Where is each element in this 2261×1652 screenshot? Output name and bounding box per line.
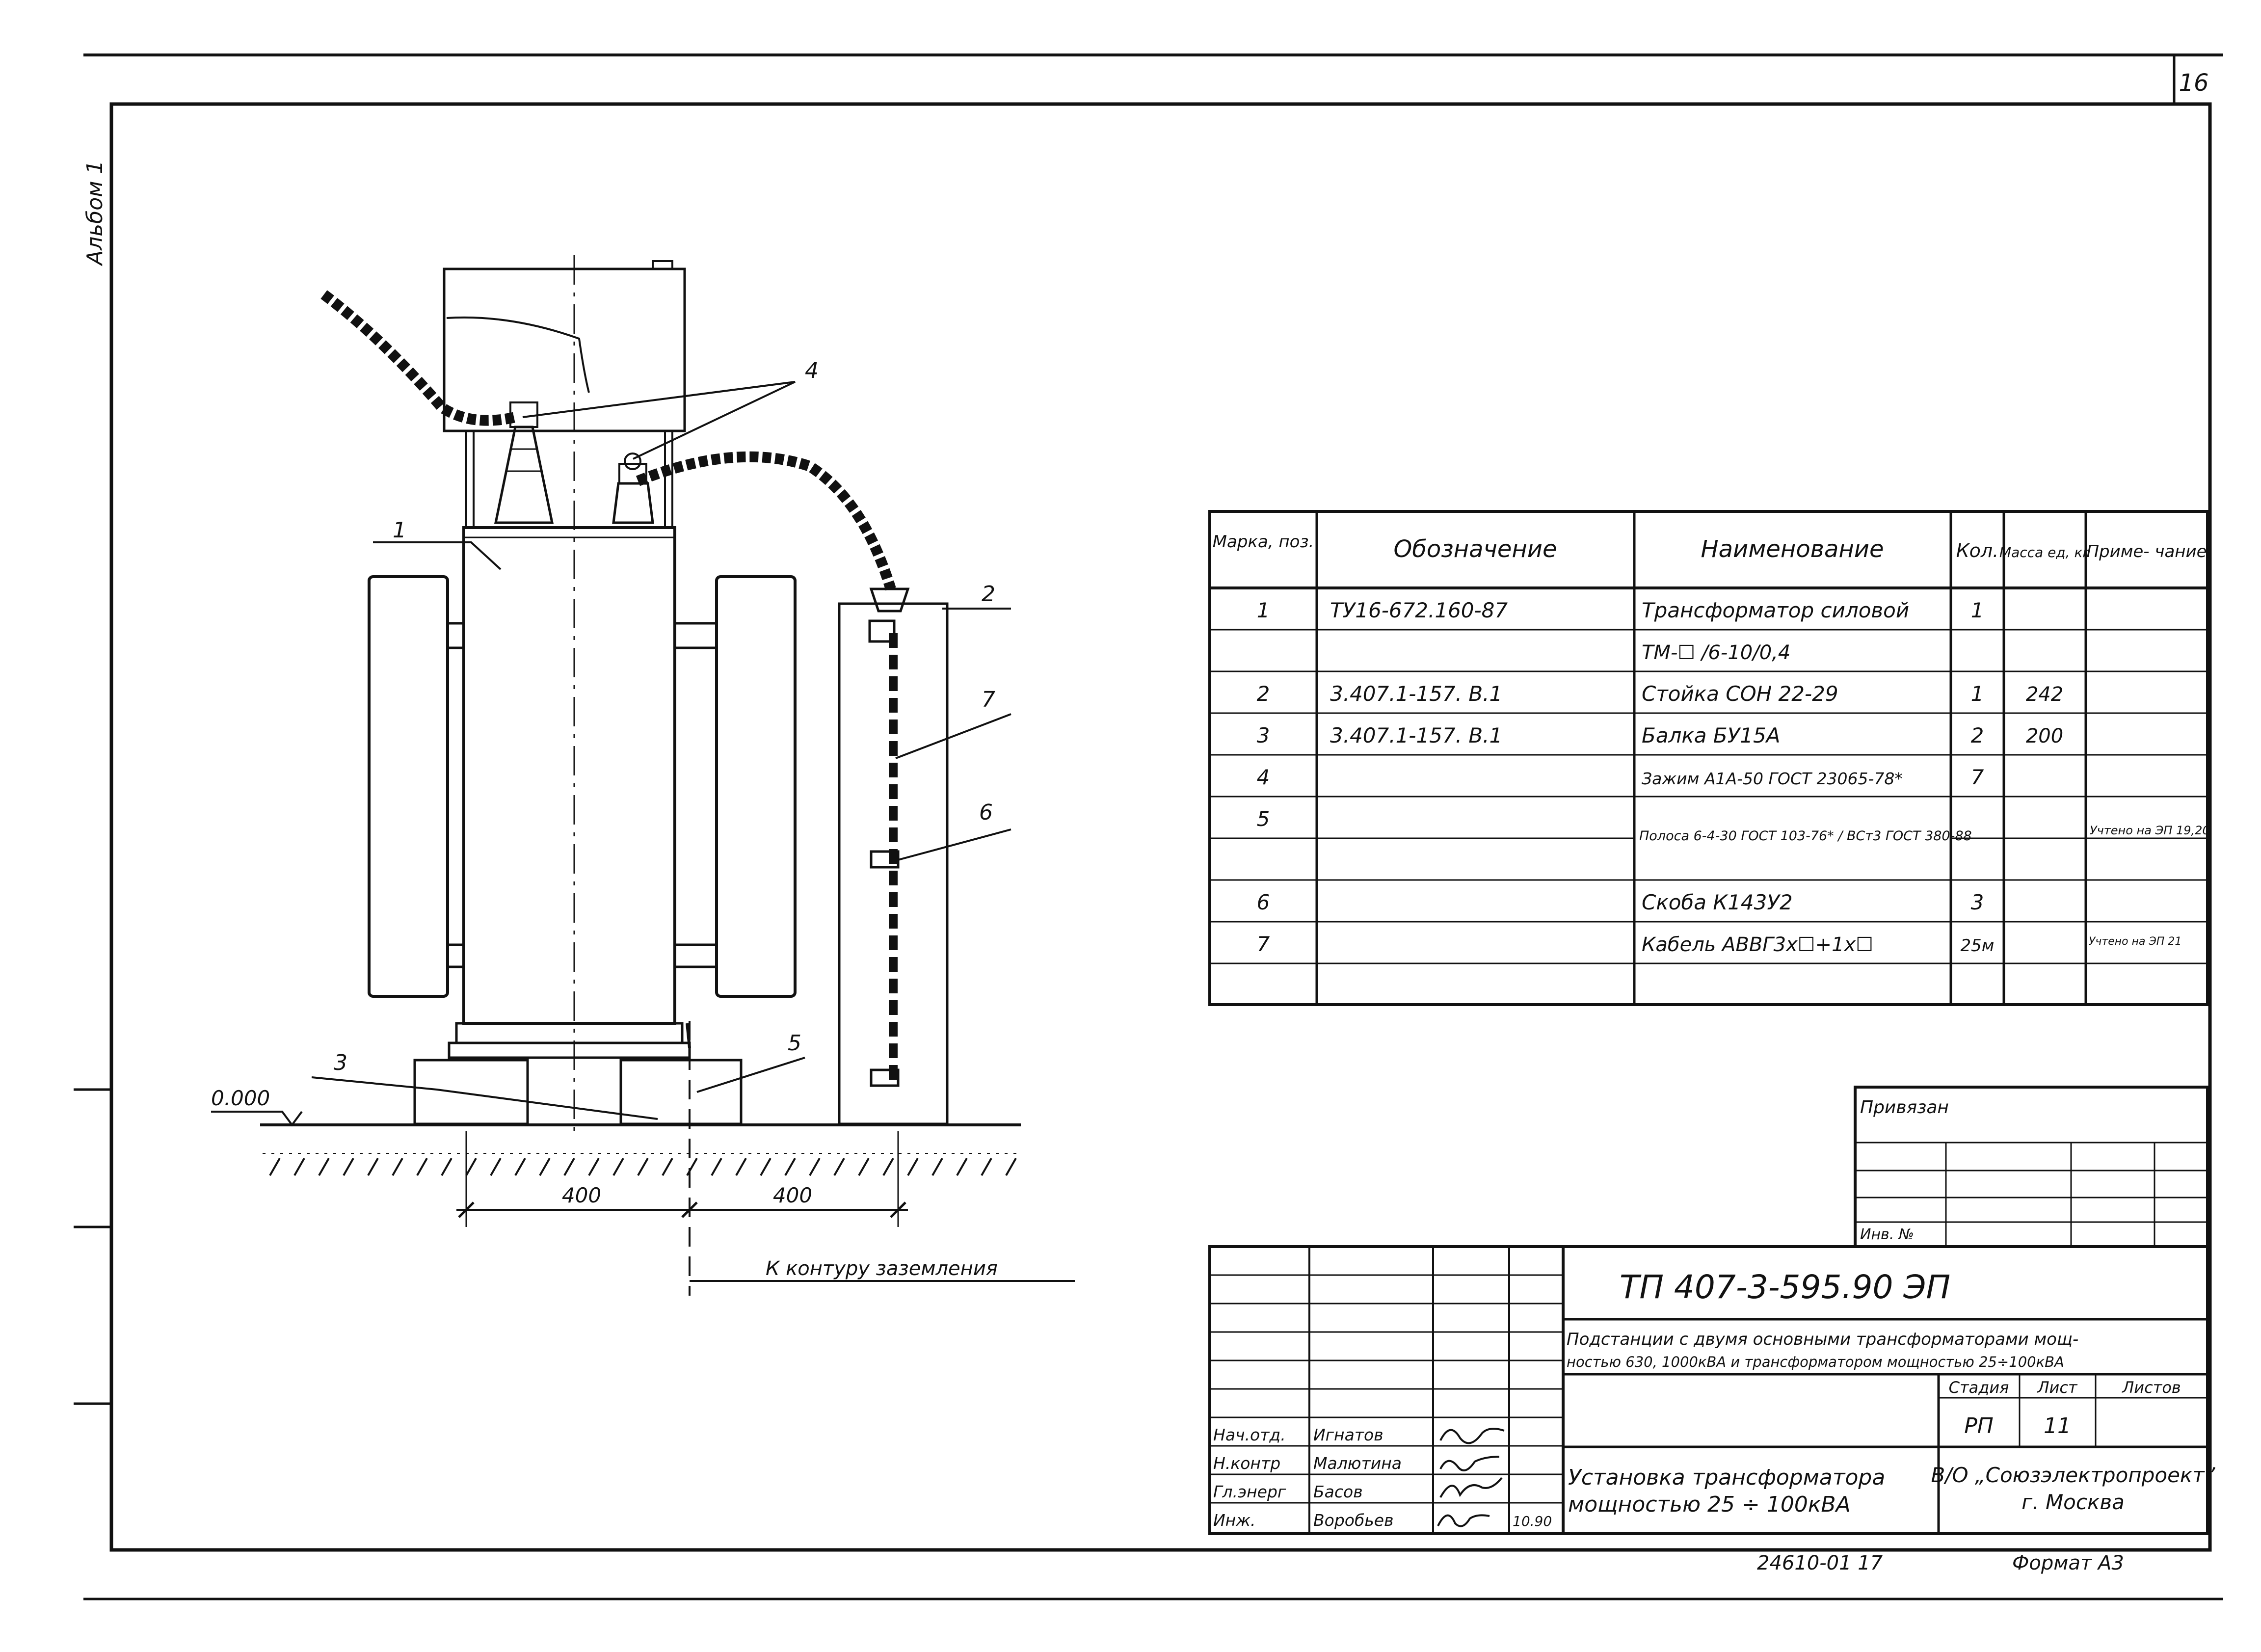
header-note: Приме- чание — [2086, 542, 2207, 561]
binding-title: Привязан — [1860, 1097, 1949, 1118]
signer-role-3: Гл.энерг — [1213, 1482, 1286, 1501]
row4-qty: 7 — [1971, 765, 1984, 789]
signer-date-4: 10.90 — [1513, 1513, 1552, 1529]
dimension-right: 400 — [773, 1183, 812, 1207]
row3-qty: 2 — [1971, 723, 1984, 747]
sheet-frame — [74, 53, 2223, 1600]
callout-3: 3 — [334, 1050, 347, 1075]
row6-pos: 6 — [1257, 890, 1270, 914]
sheet-title-line2: мощностью 25 ÷ 100кВА — [1568, 1492, 1851, 1517]
ground-contour-note: К контуру заземления — [766, 1257, 998, 1280]
document-code: ТП 407-3-595.90 ЭП — [1620, 1268, 1950, 1306]
callout-7: 7 — [982, 687, 995, 712]
callout-5: 5 — [788, 1031, 801, 1056]
row7-pos: 7 — [1257, 932, 1270, 956]
row2-designation: 3.407.1-157. В.1 — [1330, 682, 1502, 706]
organization-line2: г. Москва — [2022, 1490, 2125, 1514]
row2-qty: 1 — [1971, 682, 1984, 706]
callout-2: 2 — [982, 582, 995, 607]
row5-pos: 5 — [1257, 807, 1270, 831]
row1b-name: ТМ-☐ /6-10/0,4 — [1642, 641, 1790, 664]
row7-note: Учтено на ЭП 21 — [2089, 935, 2181, 948]
signer-role-4: Инж. — [1213, 1511, 1255, 1530]
binding-inv: Инв. № — [1860, 1226, 1914, 1243]
dimension-left: 400 — [562, 1183, 601, 1207]
organization-line1: В/О „Союзэлектропроект” — [1931, 1463, 2215, 1487]
spec-table-grid — [1208, 510, 2209, 1006]
row4-name: Зажим А1А-50 ГОСТ 23065-78* — [1642, 769, 1903, 788]
row3-mass: 200 — [2026, 725, 2063, 747]
row2-mass: 242 — [2026, 683, 2063, 706]
row1-name: Трансформатор силовой — [1642, 598, 1909, 622]
row2-name: Стойка СОН 22-29 — [1642, 682, 1838, 706]
album-label: Альбом 1 — [82, 160, 107, 266]
inventory-number: 24610-01 17 — [1757, 1552, 1883, 1574]
callout-4: 4 — [805, 358, 819, 383]
signer-name-4: Воробьев — [1313, 1511, 1394, 1530]
row1-designation: ТУ16-672.160-87 — [1330, 598, 1508, 622]
sheet-label: Лист — [2037, 1378, 2077, 1397]
callout-6: 6 — [979, 800, 993, 825]
row6-name: Скоба К143У2 — [1642, 890, 1793, 914]
row5-note: Учтено на ЭП 19,20 — [2090, 824, 2210, 837]
project-title-line2: ностью 630, 1000кВА и трансформатором мо… — [1567, 1354, 2064, 1370]
signer-role-1: Нач.отд. — [1213, 1425, 1286, 1444]
row1-pos: 1 — [1257, 598, 1270, 622]
sheet-title-line1: Установка трансформатора — [1568, 1465, 1885, 1490]
callout-1: 1 — [393, 518, 406, 543]
row4-pos: 4 — [1257, 765, 1270, 789]
row1-qty: 1 — [1971, 598, 1984, 622]
header-mass: Масса ед, кг — [1999, 544, 2090, 560]
header-designation: Обозначение — [1393, 535, 1557, 563]
signer-name-2: Малютина — [1313, 1454, 1402, 1473]
project-title-line1: Подстанции с двумя основными трансформат… — [1567, 1330, 2078, 1349]
row3-name: Балка БУ15А — [1642, 723, 1780, 747]
row6-qty: 3 — [1971, 890, 1984, 914]
signature-marks — [1437, 1428, 1505, 1527]
sheet-value: 11 — [2044, 1413, 2071, 1439]
level-mark: 0.000 — [211, 1086, 270, 1110]
header-pos: Марка, поз. — [1213, 532, 1314, 552]
row2-pos: 2 — [1257, 682, 1270, 706]
stage-value: РП — [1964, 1413, 1994, 1439]
row5-name: Полоса 6-4-30 ГОСТ 103-76* / ВСт3 ГОСТ 3… — [1639, 828, 1972, 844]
signer-name-1: Игнатов — [1313, 1425, 1383, 1444]
signer-role-2: Н.контр — [1213, 1454, 1280, 1473]
title-block-grid — [1208, 1245, 2209, 1535]
row3-pos: 3 — [1257, 723, 1270, 747]
stage-label: Стадия — [1949, 1378, 2009, 1397]
sheets-label: Листов — [2122, 1378, 2181, 1397]
page-number: 16 — [2179, 69, 2208, 97]
format-label: Формат А3 — [2012, 1552, 2124, 1574]
header-name: Наименование — [1701, 535, 1884, 563]
row3-designation: 3.407.1-157. В.1 — [1330, 723, 1502, 747]
row7-qty: 25м — [1961, 936, 1995, 956]
signer-name-3: Басов — [1313, 1482, 1363, 1501]
transformer-elevation — [211, 255, 1075, 1296]
row7-name: Кабель АВВГ3х☐+1х☐ — [1642, 933, 1873, 956]
header-qty: Кол. — [1956, 540, 1999, 561]
